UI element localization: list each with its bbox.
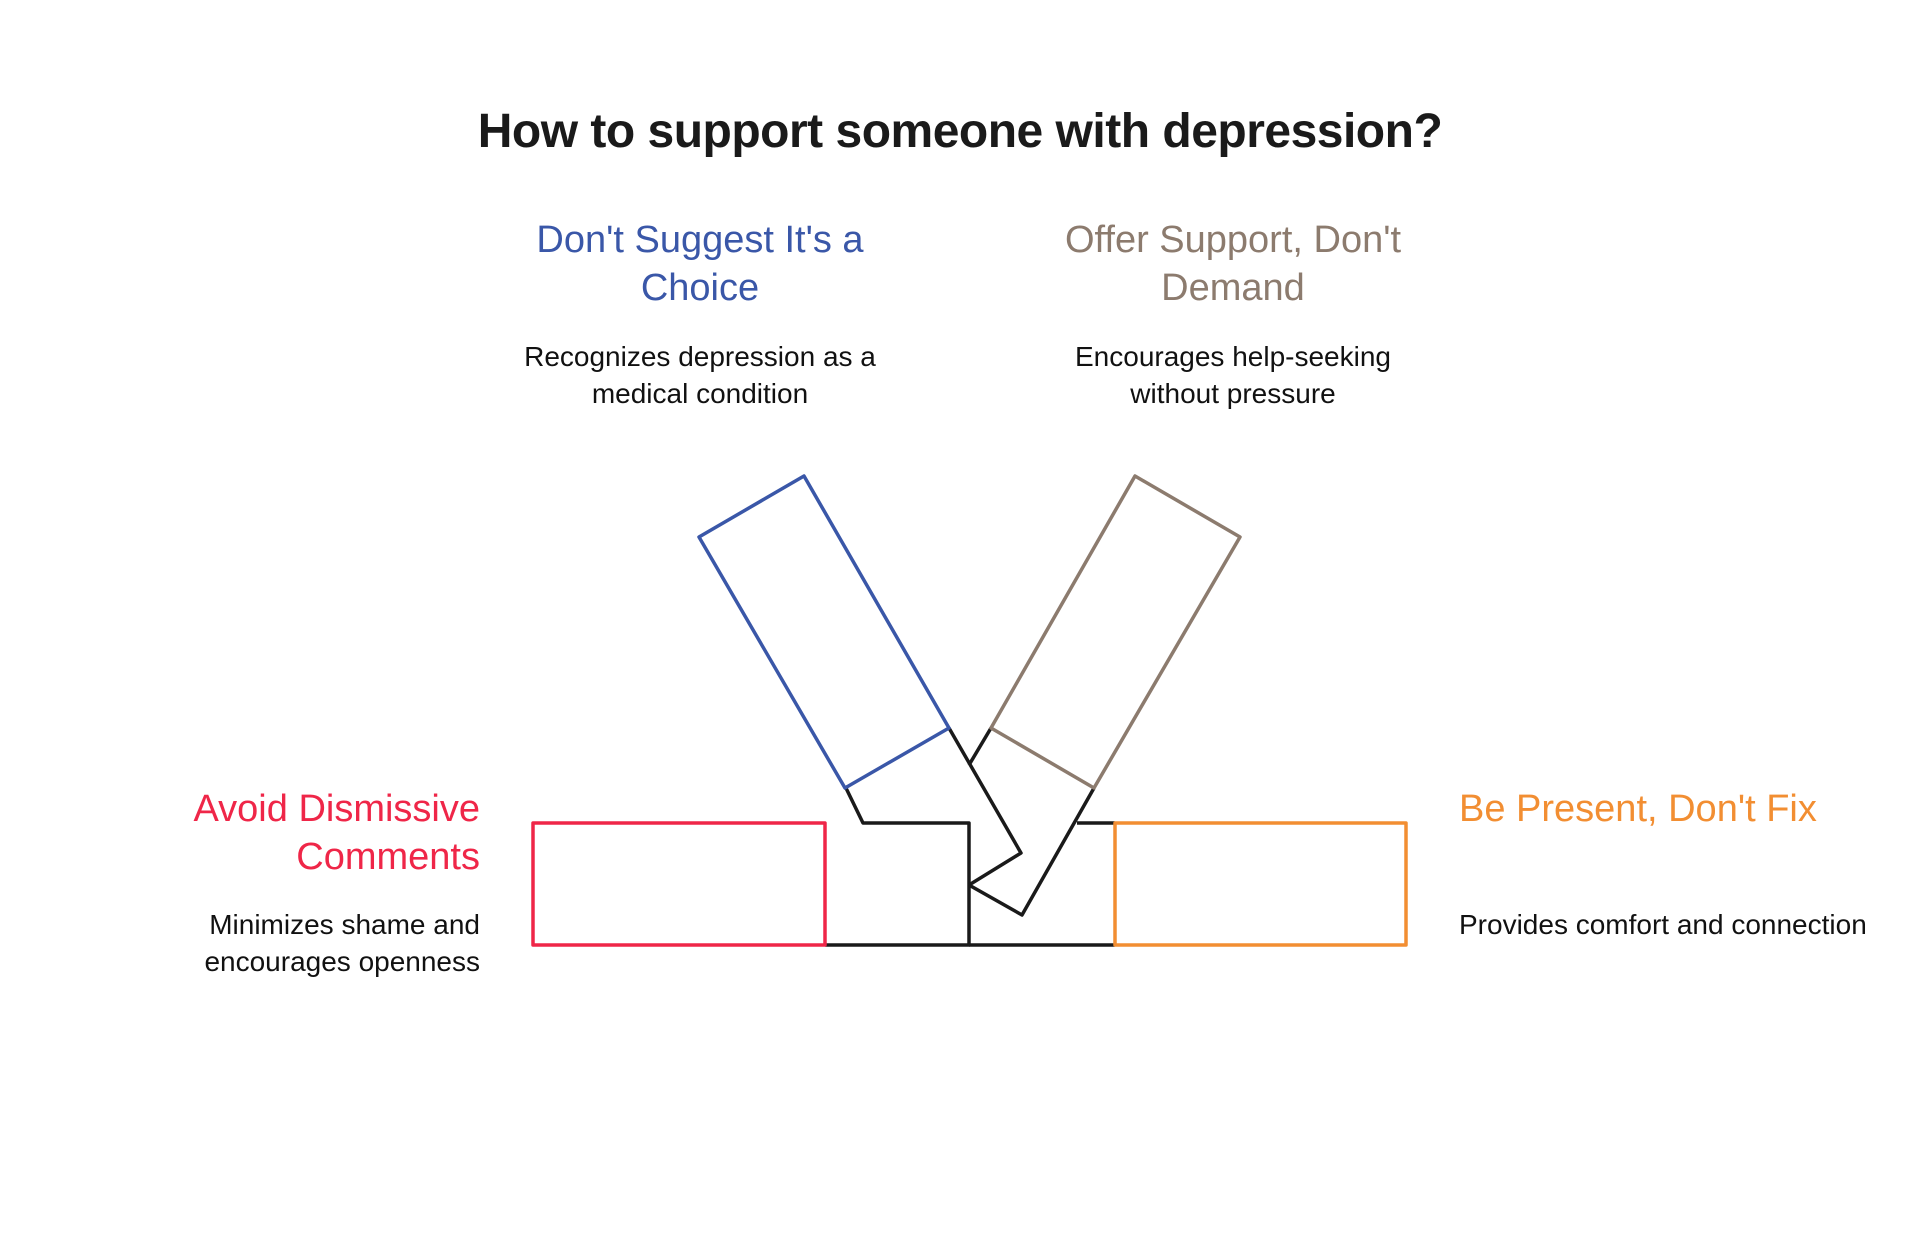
orange-box <box>1113 821 1408 947</box>
heading-avoid-dismissive: Avoid Dismissive Comments <box>193 788 480 878</box>
heading-be-present: Be Present, Don't Fix <box>1459 788 1817 830</box>
black-connector-left <box>825 785 971 947</box>
description-offer-support: Encourages help-seeking without pressure <box>1075 341 1391 409</box>
description-dont-suggest-choice: Recognizes depression as a medical condi… <box>524 341 876 409</box>
diagram-title: How to support someone with depression? <box>477 105 1443 158</box>
diagram-shapes <box>531 474 1408 947</box>
black-connector-brown-tail <box>967 727 993 766</box>
heading-dont-suggest-choice: Don't Suggest It's a Choice <box>536 219 864 309</box>
heading-offer-support: Offer Support, Don't Demand <box>1064 219 1402 309</box>
blue-bar <box>697 474 951 790</box>
description-avoid-dismissive: Minimizes shame and encourages openness <box>204 909 480 977</box>
black-connector-brown-bottom <box>968 787 1096 917</box>
description-be-present: Provides comfort and connection <box>1459 909 1867 940</box>
black-connector-blue-tail <box>947 727 1023 887</box>
brown-bar <box>989 474 1242 790</box>
red-box <box>531 821 827 947</box>
